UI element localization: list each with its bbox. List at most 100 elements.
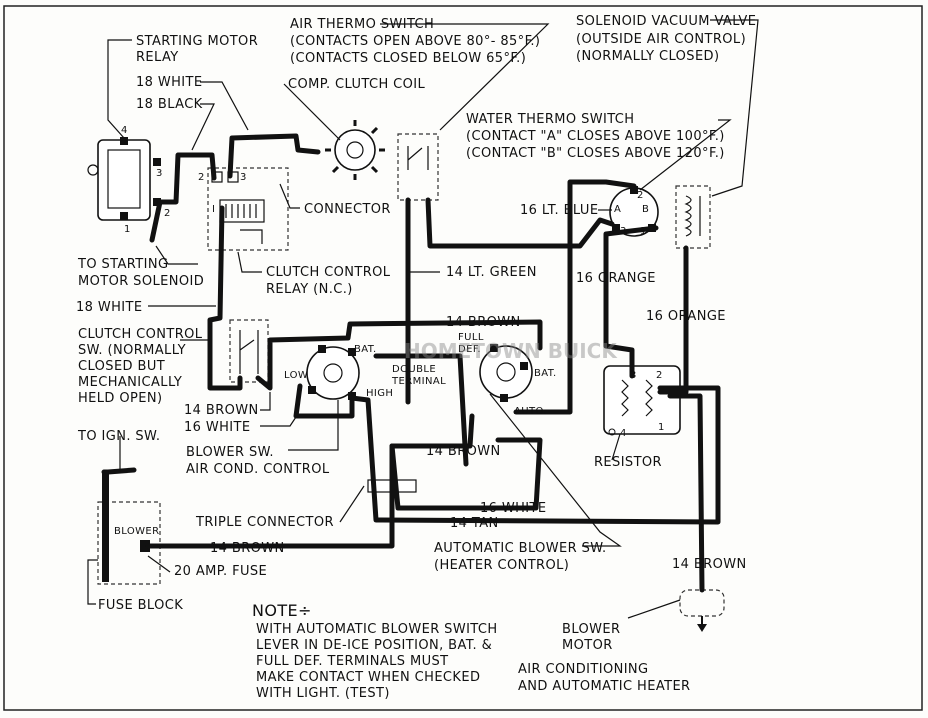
label-solenoid-1: SOLENOID VACUUM VALVE <box>576 14 756 29</box>
label-18-white-left: 18 WHITE <box>76 300 143 315</box>
label-water-thermo-2: (CONTACT "A" CLOSES ABOVE 100°F.) <box>466 129 725 144</box>
blower-switch-air-cond <box>306 345 360 400</box>
label-bat-right: BAT. <box>534 368 557 379</box>
wiring-harness <box>101 133 721 593</box>
blower-motor <box>679 589 725 632</box>
label-blower-motor-1: BLOWER <box>562 622 620 637</box>
terminal-3-water: 3 <box>620 226 627 237</box>
label-high: HIGH <box>366 388 393 399</box>
leader-lines <box>87 19 759 619</box>
label-air-thermo-3: (CONTACTS CLOSED BELOW 65°F.) <box>290 51 526 66</box>
label-14-brown-mid: 14 BROWN <box>426 444 501 459</box>
starting-motor-relay <box>87 137 161 221</box>
watermark-text: HOMETOWN BUICK <box>404 339 618 363</box>
label-connector: CONNECTOR <box>304 202 391 217</box>
label-14-brown-left: 14 BROWN <box>184 403 259 418</box>
terminal-3-relay: 3 <box>156 168 163 179</box>
labels: STARTING MOTOR RELAY 18 WHITE 18 BLACK C… <box>76 14 756 701</box>
label-bat-left: BAT. <box>354 344 377 355</box>
label-clutch-sw-1: CLUTCH CONTROL <box>78 327 203 342</box>
terminal-1-clutch-relay: I <box>212 204 215 215</box>
clutch-control-relay <box>207 167 289 251</box>
label-14-brown-bottom: 14 BROWN <box>210 541 285 556</box>
label-air-thermo-2: (CONTACTS OPEN ABOVE 80°- 85°F.) <box>290 34 540 49</box>
terminal-4-resistor: 4 <box>620 428 627 439</box>
fuse-block <box>97 472 161 585</box>
label-note-4: MAKE CONTACT WHEN CHECKED <box>256 670 480 685</box>
label-16-white-bottom: 16 WHITE <box>480 501 547 516</box>
label-clutch-relay-1: CLUTCH CONTROL <box>266 265 391 280</box>
label-14-brown-top: 14 BROWN <box>446 315 521 330</box>
label-blower-sw-1: BLOWER SW. <box>186 445 274 460</box>
label-16-orange-mid: 16 ORANGE <box>576 271 656 286</box>
terminal-1-relay: 1 <box>124 224 131 235</box>
label-18-black: 18 BLACK <box>136 97 203 112</box>
label-16-white-left: 16 WHITE <box>184 420 251 435</box>
label-14-brown-right: 14 BROWN <box>672 557 747 572</box>
label-starting-motor-relay-1: STARTING MOTOR <box>136 34 258 49</box>
label-14-lt-green: 14 LT. GREEN <box>446 265 537 280</box>
label-resistor: RESISTOR <box>594 455 662 470</box>
terminal-2-water: 2 <box>637 190 644 201</box>
label-to-starting-2: MOTOR SOLENOID <box>78 274 204 289</box>
label-20-amp-fuse: 20 AMP. FUSE <box>174 564 267 579</box>
terminal-2-resistor: 2 <box>656 370 663 381</box>
terminal-2-clutch-relay: 2 <box>198 172 205 183</box>
terminal-3-resistor: 3 <box>630 370 637 381</box>
label-to-starting-1: TO STARTING <box>77 257 168 272</box>
label-full-def-1: FULL <box>458 332 484 343</box>
terminal-4-relay: 4 <box>121 125 128 136</box>
label-note-5: WITH LIGHT. (TEST) <box>256 686 390 701</box>
label-14-tan: 14 TAN <box>450 516 499 531</box>
label-caption-1: AIR CONDITIONING <box>518 662 649 677</box>
label-starting-motor-relay-2: RELAY <box>136 50 179 65</box>
label-note-1: WITH AUTOMATIC BLOWER SWITCH <box>256 622 498 637</box>
label-low: LOW <box>284 370 308 381</box>
label-water-thermo-3: (CONTACT "B" CLOSES ABOVE 120°F.) <box>466 146 725 161</box>
solenoid-vacuum-valve <box>675 185 711 249</box>
terminal-3-clutch-relay: 3 <box>240 172 247 183</box>
air-thermo-switch <box>397 133 439 201</box>
label-clutch-relay-2: RELAY (N.C.) <box>266 282 353 297</box>
label-fuse-block: FUSE BLOCK <box>98 598 183 613</box>
label-16-orange-right: 16 ORANGE <box>646 309 726 324</box>
terminal-b-water: B <box>642 204 649 215</box>
resistor <box>603 365 681 436</box>
label-blower: BLOWER <box>114 526 160 537</box>
label-triple-connector: TRIPLE CONNECTOR <box>195 515 334 530</box>
label-double-terminal-2: TERMINAL <box>391 376 446 387</box>
label-comp-clutch-coil: COMP. CLUTCH COIL <box>288 77 426 92</box>
label-to-ign-sw: TO IGN. SW. <box>77 429 160 444</box>
label-note-2: LEVER IN DE-ICE POSITION, BAT. & <box>256 638 492 653</box>
terminal-a-water: A <box>614 204 621 215</box>
terminal-1-resistor: 1 <box>658 422 665 433</box>
label-note-title: NOTE÷ <box>252 601 312 620</box>
label-clutch-sw-2: SW. (NORMALLY <box>78 343 186 358</box>
terminal-2-relay: 2 <box>164 208 171 219</box>
label-solenoid-3: (NORMALLY CLOSED) <box>576 49 719 64</box>
comp-clutch-coil <box>325 120 385 180</box>
clutch-control-switch <box>229 319 269 383</box>
label-air-thermo-1: AIR THERMO SWITCH <box>290 17 434 32</box>
terminal-1-water: 1 <box>640 226 647 237</box>
label-clutch-sw-5: HELD OPEN) <box>78 391 162 406</box>
label-auto: AUTO. <box>514 406 547 417</box>
automatic-blower-switch <box>479 344 533 402</box>
label-18-white-top: 18 WHITE <box>136 75 203 90</box>
label-blower-sw-2: AIR COND. CONTROL <box>186 462 330 477</box>
label-full-def-2: DEF. <box>458 344 481 355</box>
label-blower-motor-2: MOTOR <box>562 638 613 653</box>
label-clutch-sw-3: CLOSED BUT <box>78 359 165 374</box>
label-clutch-sw-4: MECHANICALLY <box>78 375 182 390</box>
label-note-3: FULL DEF. TERMINALS MUST <box>256 654 449 669</box>
label-water-thermo-1: WATER THERMO SWITCH <box>466 112 634 127</box>
label-auto-blower-2: (HEATER CONTROL) <box>434 558 569 573</box>
label-auto-blower-1: AUTOMATIC BLOWER SW. <box>434 541 607 556</box>
label-double-terminal-1: DOUBLE <box>392 364 436 375</box>
label-solenoid-2: (OUTSIDE AIR CONTROL) <box>576 32 746 47</box>
label-16-lt-blue: 16 LT. BLUE <box>520 203 598 218</box>
frame-border <box>3 5 923 711</box>
label-caption-2: AND AUTOMATIC HEATER <box>518 679 691 694</box>
